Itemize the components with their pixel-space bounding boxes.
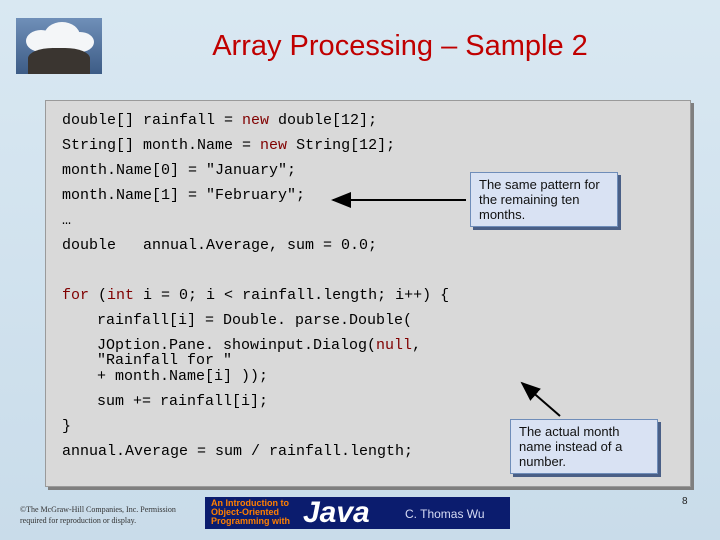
code-line-6: double annual.Average, sum = 0.0; <box>62 237 378 254</box>
slide-logo <box>16 18 102 74</box>
copyright-notice: ©The McGraw-Hill Companies, Inc. Permiss… <box>20 505 176 525</box>
page-number: 8 <box>682 496 688 507</box>
code-line-sum: sum += rainfall[i]; <box>97 393 269 410</box>
code-line-2: String[] month.Name = new String[12]; <box>62 137 396 154</box>
code-line-dialog: JOption.Pane. showinput.Dialog(null, <box>97 337 422 354</box>
callout-same-pattern: The same pattern for the remaining ten m… <box>470 172 618 227</box>
code-line-5: … <box>62 212 72 229</box>
banner-subtitle: An Introduction to Object-Oriented Progr… <box>211 498 291 526</box>
banner-author: C. Thomas Wu <box>405 507 485 521</box>
code-line-month-name: + month.Name[i] )); <box>97 368 269 385</box>
code-line-for: for (int i = 0; i < rainfall.length; i++… <box>62 287 450 304</box>
code-line-3: month.Name[0] = "January"; <box>62 162 297 179</box>
banner-java-logo: Java <box>303 497 370 529</box>
slide-title: Array Processing – Sample 2 <box>212 30 588 62</box>
code-line-1: double[] rainfall = new double[12]; <box>62 112 378 129</box>
code-line-parse: rainfall[i] = Double. parse.Double( <box>97 312 413 329</box>
code-line-rainfall-string: "Rainfall for " <box>97 352 233 369</box>
code-line-close-brace: } <box>62 418 72 435</box>
code-line-4: month.Name[1] = "February"; <box>62 187 306 204</box>
code-line-average: annual.Average = sum / rainfall.length; <box>62 443 414 460</box>
book-banner: An Introduction to Object-Oriented Progr… <box>205 497 510 529</box>
code-panel: double[] rainfall = new double[12]; Stri… <box>45 100 691 487</box>
callout-actual-month-name: The actual month name instead of a numbe… <box>510 419 658 474</box>
